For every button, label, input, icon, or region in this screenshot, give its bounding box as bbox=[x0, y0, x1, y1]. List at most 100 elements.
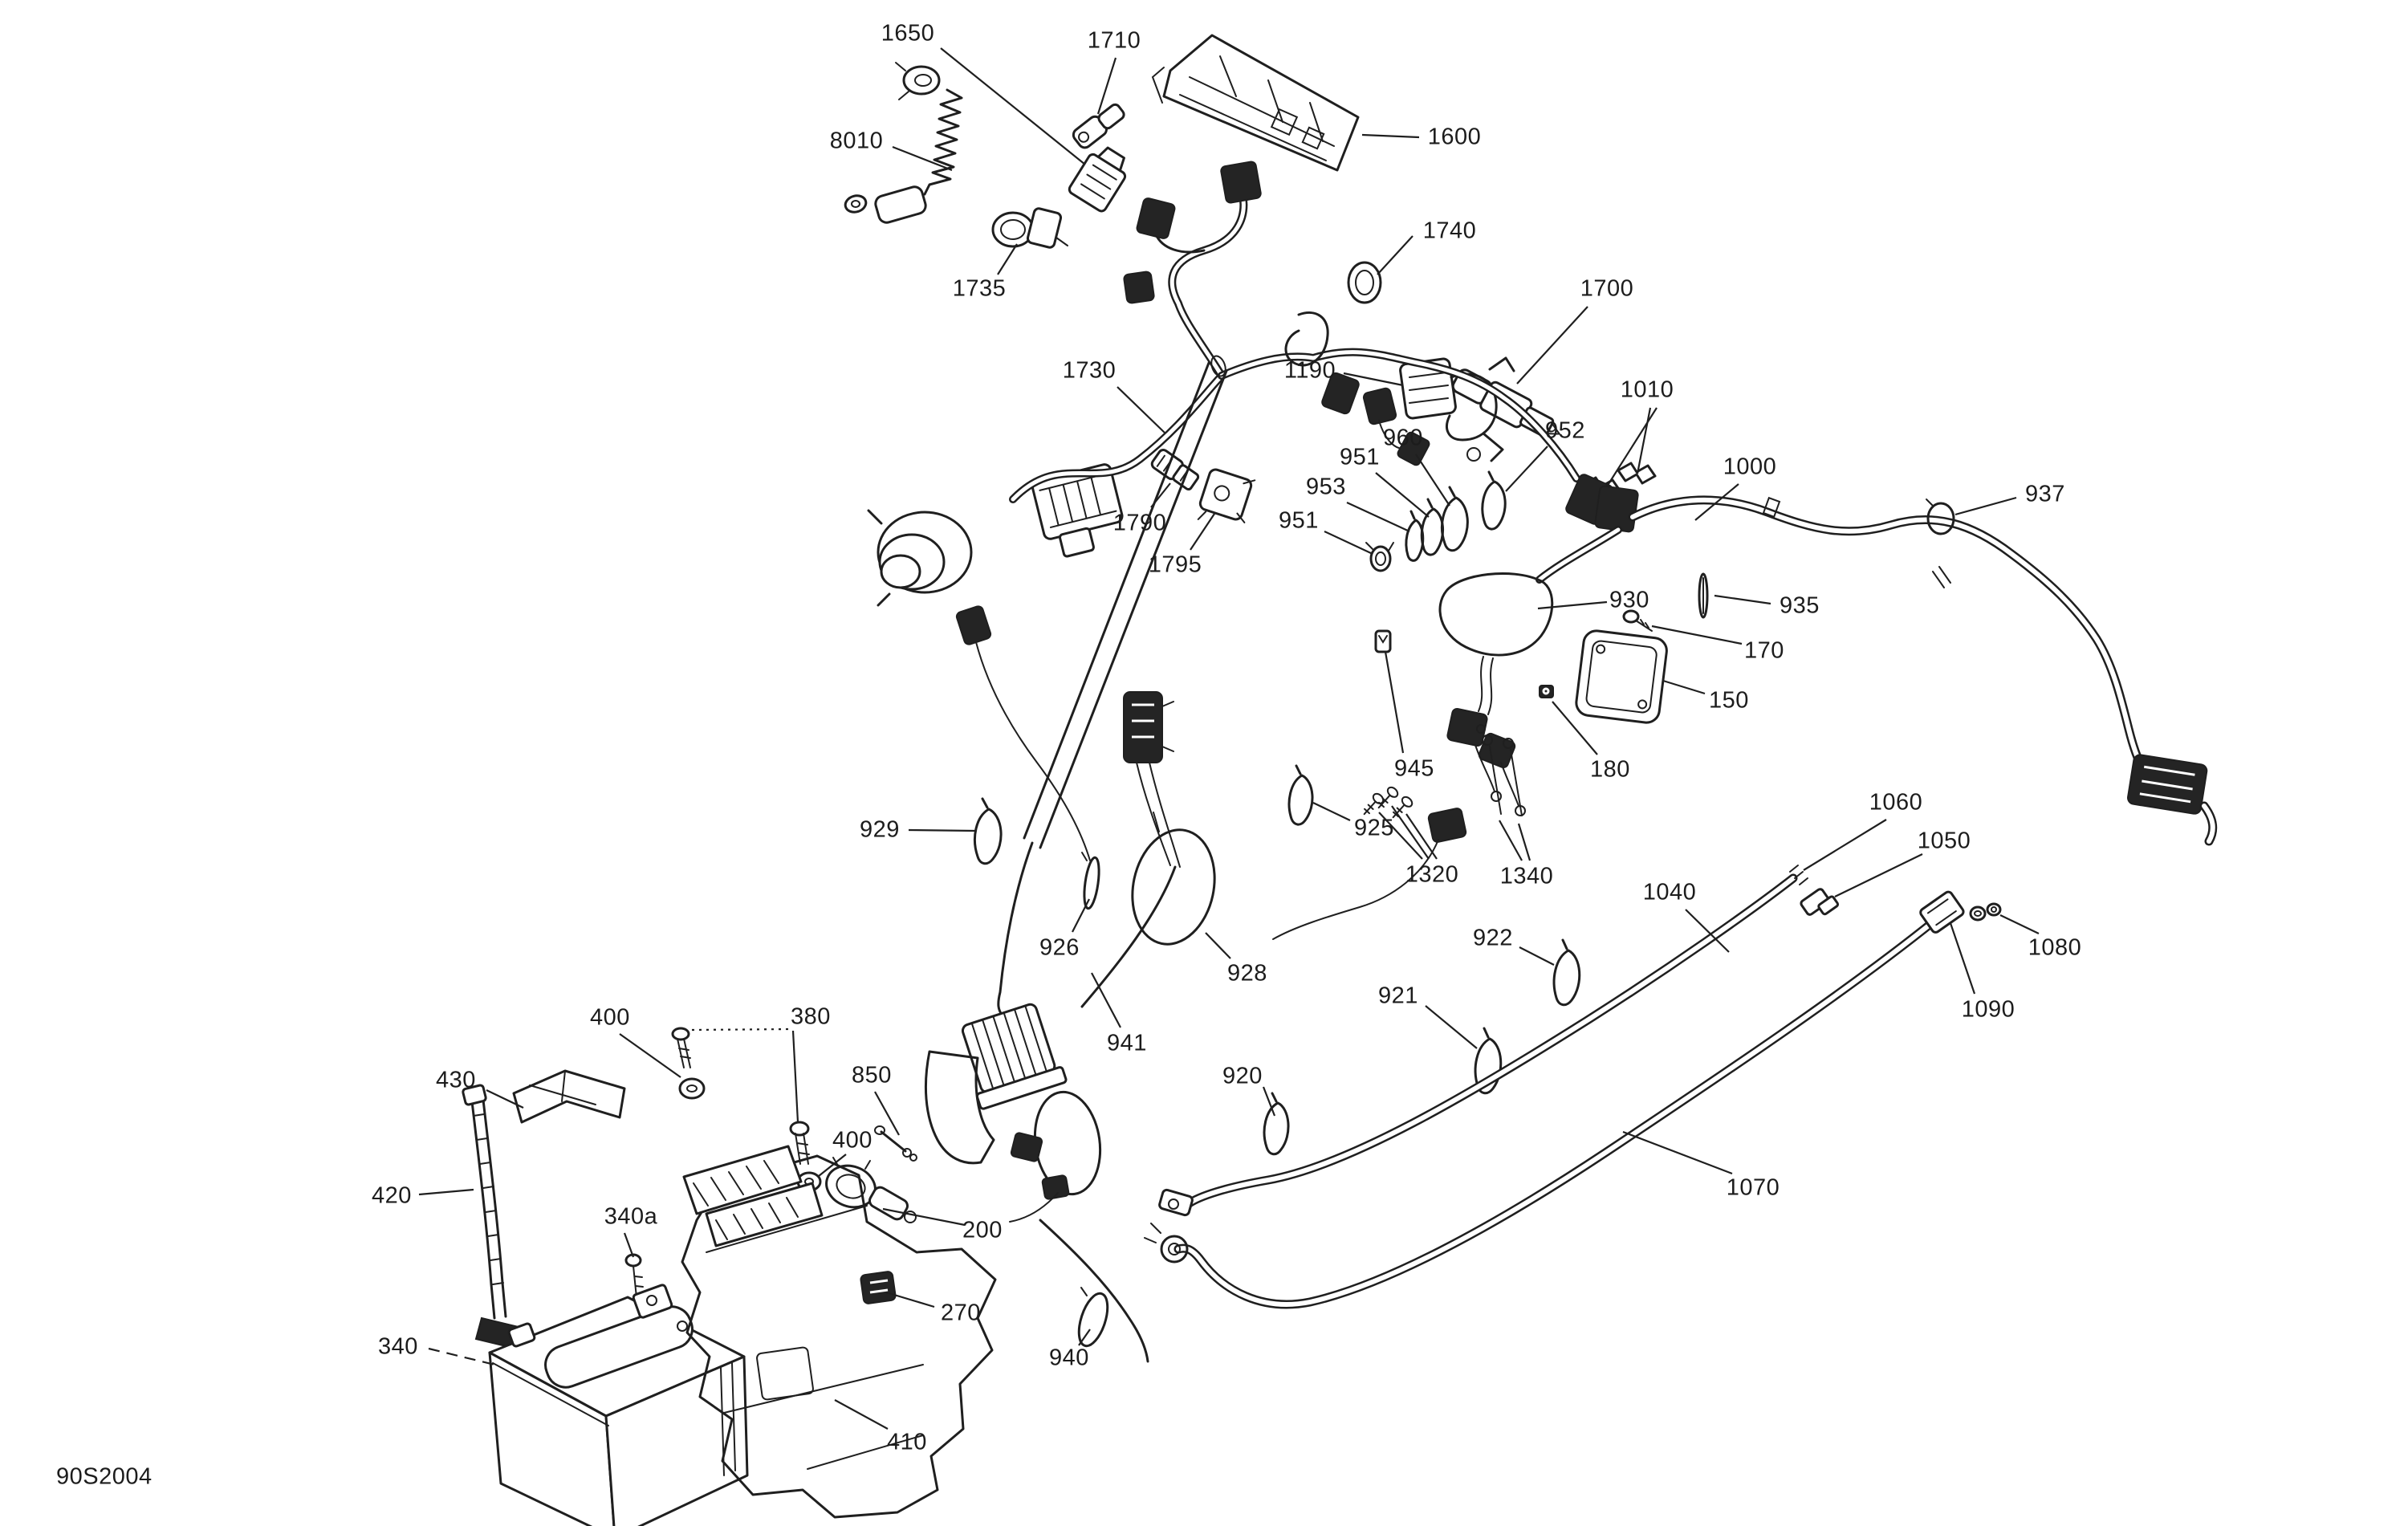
part-tie-920 bbox=[1263, 1092, 1290, 1156]
part-label-1740: 1740 bbox=[1422, 218, 1477, 244]
leader-line-1080 bbox=[1999, 914, 2040, 934]
drawing-code: 90S2004 bbox=[56, 1463, 153, 1490]
part-label-1320: 1320 bbox=[1405, 861, 1459, 888]
part-cable-1070 bbox=[1144, 890, 2002, 1309]
leader-line-951 bbox=[1324, 531, 1373, 555]
part-terminal-1050 bbox=[1800, 888, 1840, 916]
part-label-340a: 340a bbox=[604, 1203, 658, 1230]
leader-line-1700 bbox=[1516, 306, 1588, 385]
part-relay-150 bbox=[1575, 629, 1668, 724]
part-connector-1650 bbox=[1068, 146, 1127, 213]
part-bracket-430 bbox=[512, 1069, 626, 1124]
part-label-1710: 1710 bbox=[1087, 27, 1141, 54]
leader-line-1010 bbox=[1606, 407, 1658, 487]
leader-line-420 bbox=[418, 1188, 474, 1196]
part-label-945: 945 bbox=[1394, 755, 1434, 782]
leader-line-850 bbox=[874, 1091, 900, 1136]
part-harness-trunk-1730 bbox=[955, 355, 1228, 1016]
part-bolt-850 bbox=[874, 1125, 917, 1162]
leader-line-340a bbox=[623, 1232, 635, 1258]
part-clip-945 bbox=[1374, 629, 1392, 653]
part-tie-921 bbox=[1474, 1027, 1503, 1095]
leader-line-270 bbox=[885, 1291, 935, 1308]
part-tie-929 bbox=[974, 797, 1003, 865]
part-bolt-400 bbox=[671, 1027, 706, 1100]
part-label-937: 937 bbox=[2025, 481, 2065, 507]
part-label-200: 200 bbox=[962, 1217, 1003, 1243]
part-screw-170 bbox=[1622, 609, 1653, 632]
leader-line-952 bbox=[1505, 446, 1548, 492]
part-strap-420 bbox=[462, 1084, 523, 1350]
part-label-925: 925 bbox=[1354, 815, 1394, 841]
part-tether-cord-8010 bbox=[844, 62, 963, 224]
part-tie-925 bbox=[1287, 764, 1314, 826]
leader-line-921 bbox=[1425, 1005, 1478, 1049]
part-label-935: 935 bbox=[1780, 592, 1820, 619]
part-valve-1190 bbox=[1399, 356, 1515, 462]
part-label-430: 430 bbox=[436, 1067, 476, 1093]
part-label-1050: 1050 bbox=[1917, 828, 1971, 854]
part-label-951: 951 bbox=[1279, 507, 1319, 534]
part-label-150: 150 bbox=[1709, 687, 1749, 714]
part-label-952: 952 bbox=[1545, 417, 1585, 444]
part-starter-assembly bbox=[924, 1003, 1149, 1363]
part-label-850: 850 bbox=[852, 1062, 892, 1089]
leader-line-180 bbox=[1552, 701, 1598, 755]
part-sensor-1710 bbox=[1072, 103, 1125, 149]
part-label-1070: 1070 bbox=[1726, 1174, 1780, 1201]
leader-line-1795 bbox=[1190, 513, 1215, 551]
leader-line-1090 bbox=[1949, 922, 1976, 995]
part-pins-1340 bbox=[1476, 724, 1523, 816]
leader-line-1600 bbox=[1361, 133, 1420, 139]
part-label-380: 380 bbox=[791, 1003, 831, 1030]
leader-line-1790 bbox=[1150, 482, 1171, 508]
leader-line-380 bbox=[791, 1030, 799, 1123]
leader-line-200 bbox=[882, 1207, 966, 1227]
part-switch-1795 bbox=[1197, 468, 1256, 523]
leader-line-930 bbox=[1537, 600, 1608, 610]
part-grommet-1740 bbox=[1347, 261, 1382, 304]
part-loop-928 bbox=[1131, 812, 1216, 946]
leader-line-941 bbox=[1091, 972, 1121, 1028]
part-label-921: 921 bbox=[1378, 983, 1418, 1009]
part-label-951: 951 bbox=[1340, 444, 1380, 470]
part-label-1000: 1000 bbox=[1723, 454, 1777, 480]
part-label-1795: 1795 bbox=[1148, 551, 1202, 578]
leader-line-1340 bbox=[1499, 820, 1523, 861]
part-label-928: 928 bbox=[1227, 960, 1267, 987]
part-connector-270 bbox=[860, 1271, 897, 1304]
leader-line-945 bbox=[1384, 651, 1405, 754]
part-tie-922 bbox=[1552, 938, 1581, 1007]
leader-line-937 bbox=[1954, 496, 2017, 516]
leader-line-1060 bbox=[1803, 819, 1887, 871]
part-label-8010: 8010 bbox=[829, 128, 884, 154]
part-label-1735: 1735 bbox=[952, 275, 1007, 302]
leader-line-1040 bbox=[1685, 909, 1730, 953]
part-label-940: 940 bbox=[1049, 1345, 1089, 1371]
leader-line-340 bbox=[428, 1347, 495, 1366]
part-label-926: 926 bbox=[1039, 934, 1080, 961]
part-gauge-module-1600 bbox=[1151, 34, 1360, 172]
leader-line-170 bbox=[1651, 625, 1743, 645]
leader-line-410 bbox=[834, 1399, 889, 1430]
part-rear-harness-1000 bbox=[1565, 474, 2218, 846]
leader-line-1740 bbox=[1377, 235, 1413, 275]
leader-line-400 bbox=[619, 1033, 681, 1078]
leader-line-1050 bbox=[1834, 853, 1923, 897]
leader-line-430 bbox=[486, 1089, 524, 1109]
part-label-170: 170 bbox=[1744, 637, 1784, 664]
part-label-1340: 1340 bbox=[1499, 863, 1554, 889]
leader-line-1340 bbox=[1517, 823, 1531, 861]
part-label-270: 270 bbox=[941, 1300, 981, 1326]
part-label-960: 960 bbox=[1383, 425, 1423, 451]
leader-line-150 bbox=[1662, 679, 1706, 695]
part-cable-1040 bbox=[1158, 865, 1808, 1217]
leader-line-1735 bbox=[997, 243, 1018, 275]
part-sensor-1790 bbox=[1150, 449, 1200, 491]
leader-line-1070 bbox=[1622, 1130, 1733, 1175]
part-label-340: 340 bbox=[378, 1333, 418, 1360]
part-label-1730: 1730 bbox=[1062, 357, 1117, 384]
